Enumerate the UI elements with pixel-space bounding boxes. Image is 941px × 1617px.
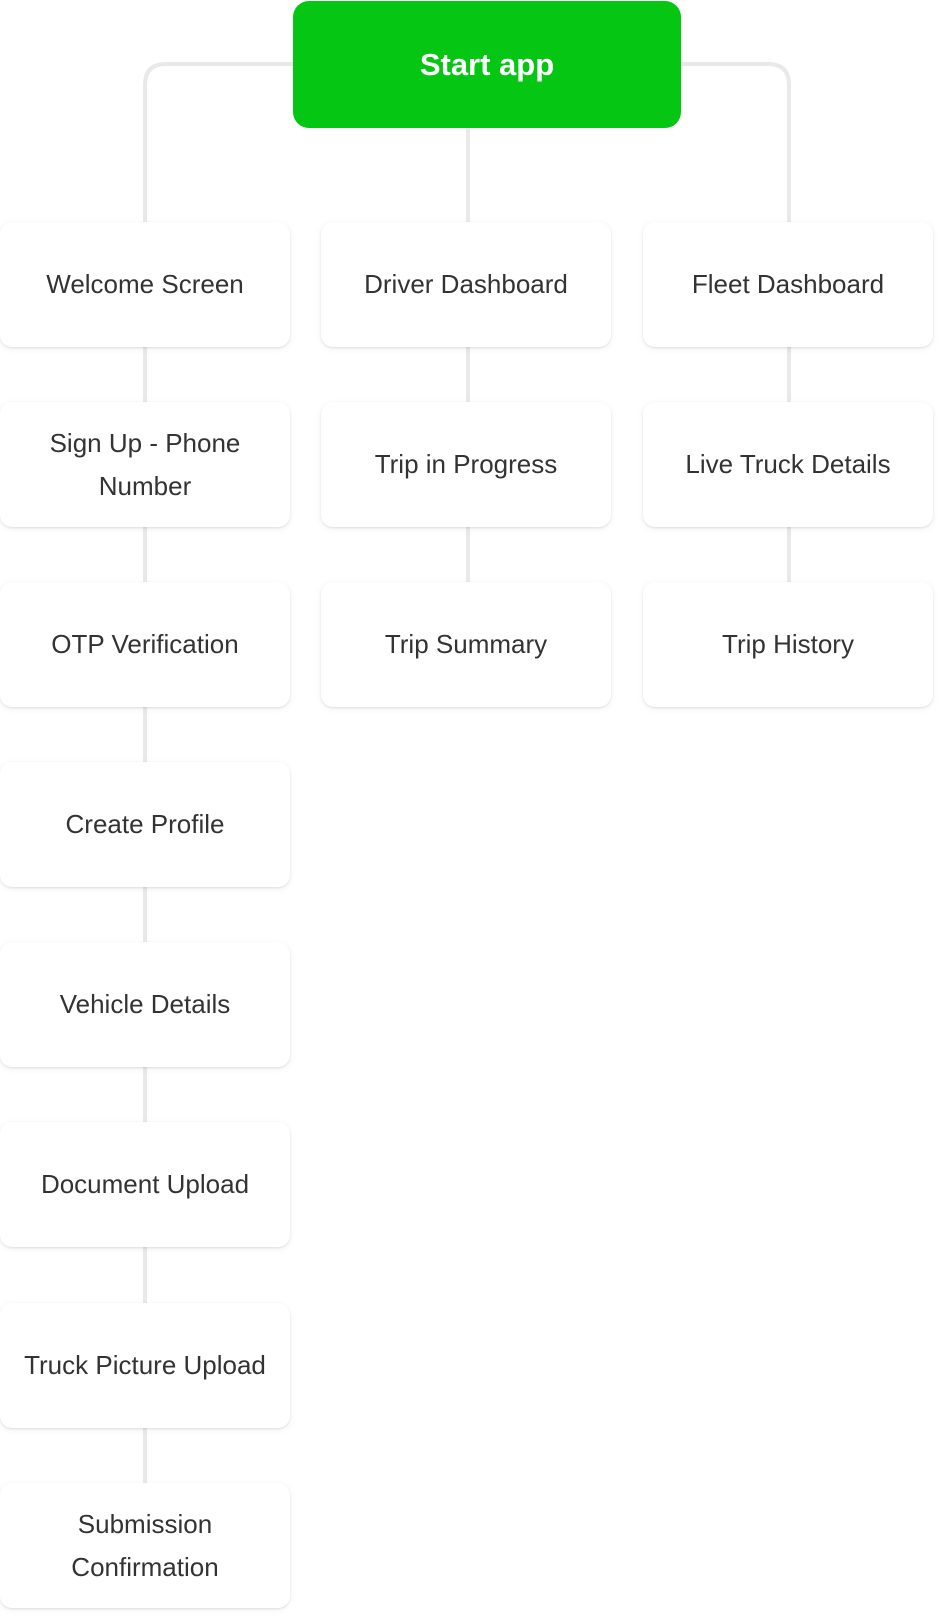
node-vehicle-details[interactable]: Vehicle Details <box>0 942 290 1067</box>
node-label: Truck Picture Upload <box>24 1350 266 1380</box>
node-otp-verification[interactable]: OTP Verification <box>0 582 290 707</box>
node-label: Create Profile <box>65 809 225 839</box>
node-label: Submission Confirmation <box>71 1508 219 1582</box>
node-label: Trip Summary <box>384 629 548 659</box>
node-label: Vehicle Details <box>59 989 231 1019</box>
node-live-truck-details[interactable]: Live Truck Details <box>643 402 933 527</box>
node-trip-summary[interactable]: Trip Summary <box>321 582 611 707</box>
node-label: Trip in Progress <box>374 449 558 479</box>
node-submission-confirmation[interactable]: Submission Confirmation <box>0 1483 290 1608</box>
node-sign-up-phone-number[interactable]: Sign Up - Phone Number <box>0 402 290 527</box>
start-app-label: Start app <box>419 46 555 82</box>
node-trip-in-progress[interactable]: Trip in Progress <box>321 402 611 527</box>
connector-start-right <box>681 62 791 222</box>
node-trip-history[interactable]: Trip History <box>643 582 933 707</box>
node-label: Trip History <box>722 629 854 659</box>
node-label: Sign Up - Phone Number <box>49 427 241 501</box>
node-label: Welcome Screen <box>46 269 244 299</box>
node-document-upload[interactable]: Document Upload <box>0 1122 290 1247</box>
node-welcome-screen[interactable]: Welcome Screen <box>0 222 290 347</box>
connector-start-left <box>143 62 293 222</box>
node-truck-picture-upload[interactable]: Truck Picture Upload <box>0 1303 290 1428</box>
node-label: Driver Dashboard <box>364 269 568 299</box>
node-label: OTP Verification <box>51 629 239 659</box>
node-driver-dashboard[interactable]: Driver Dashboard <box>321 222 611 347</box>
node-fleet-dashboard[interactable]: Fleet Dashboard <box>643 222 933 347</box>
node-label: Live Truck Details <box>685 449 891 479</box>
node-label: Document Upload <box>40 1169 250 1199</box>
start-app-node[interactable]: Start app <box>293 1 681 128</box>
node-create-profile[interactable]: Create Profile <box>0 762 290 887</box>
node-label: Fleet Dashboard <box>691 269 885 299</box>
